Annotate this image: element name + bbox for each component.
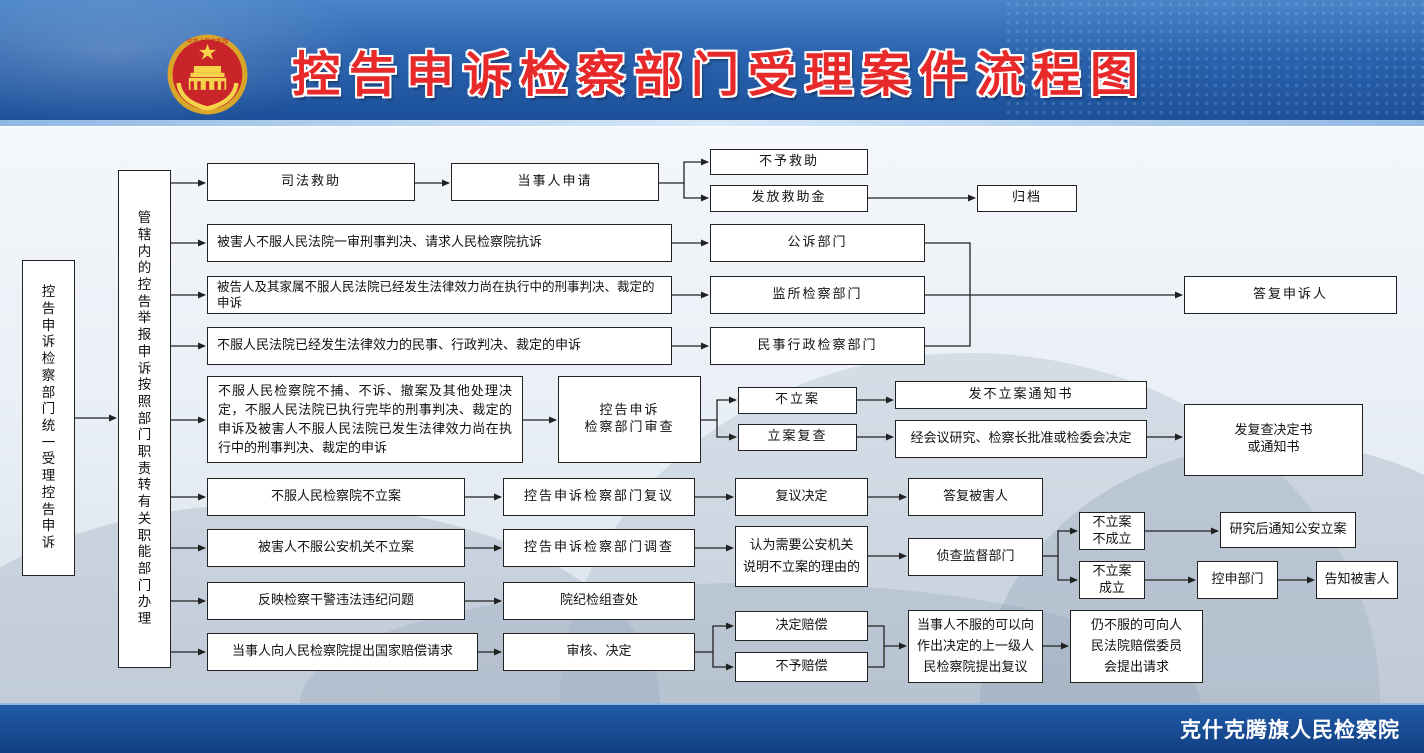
- compensation-committee-box: 仍不服的可向人 民法院赔偿委员 会提出请求: [1070, 610, 1203, 683]
- police-no-filing-box: 被害人不服公安机关不立案: [207, 529, 465, 567]
- start-box: 控告申诉检察部门统一受理控告申诉: [22, 260, 75, 576]
- supervision-dept-box: 侦查监督部门: [908, 538, 1043, 576]
- discipline-office-box: 院纪检组查处: [503, 582, 695, 620]
- header-banner: 中华人民共和国 控告申诉检察部门受理案件流程图: [0, 0, 1424, 126]
- victim-appeal-box: 被害人不服人民法院一审刑事判决、请求人民检察院抗诉: [207, 224, 672, 262]
- civil-appeal-box: 不服人民法院已经发生法律效力的民事、行政判决、裁定的申诉: [207, 327, 672, 365]
- header-stripe: [0, 120, 1424, 126]
- deny-aid-box: 不予救助: [710, 149, 868, 175]
- civil-admin-dept-box: 民事行政检察部门: [710, 327, 925, 365]
- no-filing-box: 不服人民检察院不立案: [207, 478, 465, 516]
- appeal-upper-box: 当事人不服的可以向 作出决定的上一级人 民检察院提出复议: [908, 610, 1043, 683]
- no-case-box: 不立案: [738, 387, 857, 414]
- judicial-aid-box: 司法救助: [207, 163, 415, 201]
- decision-process-box: 经会议研究、检察长批准或检委会决定: [895, 420, 1147, 458]
- no-case-notice-box: 发不立案通知书: [895, 381, 1147, 409]
- page-title: 控告申诉检察部门受理案件流程图: [292, 47, 1148, 103]
- dept-review-box: 控告申诉 检察部门审查: [558, 376, 701, 463]
- grant-aid-box: 发放救助金: [710, 185, 868, 212]
- svg-text:中华人民共和国: 中华人民共和国: [187, 37, 229, 45]
- reply-victim-box: 答复被害人: [908, 478, 1043, 516]
- custody-dept-box: 监所检察部门: [710, 276, 925, 314]
- file-review-box: 立案复查: [738, 424, 857, 451]
- result-notice-box: 发复查决定书 或通知书: [1184, 404, 1363, 476]
- dot-pattern-decoration: [1004, 0, 1424, 126]
- compensation-request-box: 当事人向人民检察院提出国家赔偿请求: [207, 633, 478, 671]
- investigate-box: 控告申诉检察部门调查: [503, 529, 695, 567]
- party-apply-box: 当事人申请: [451, 163, 659, 201]
- discipline-box: 反映检察干警违法违纪问题: [207, 582, 465, 620]
- footer-org-name: 克什克腾旗人民检察院: [1180, 717, 1400, 742]
- procuratorate-emblem-icon: 中华人民共和国: [167, 34, 248, 115]
- complaint-dept-box: 控申部门: [1197, 561, 1278, 599]
- footer-banner: 克什克腾旗人民检察院: [0, 703, 1424, 753]
- defendant-appeal-box: 被告人及其家属不服人民法院已经发生法律效力尚在执行中的刑事判决、裁定的申诉: [207, 276, 672, 314]
- dispatch-box: 管辖内的控告举报申诉按照部门职责转有关职能部门办理: [118, 170, 171, 668]
- reply-appellant-box: 答复申诉人: [1184, 276, 1397, 314]
- reconsider-decision-box: 复议决定: [735, 478, 868, 516]
- notify-police-box: 研究后通知公安立案: [1220, 512, 1356, 548]
- compensation-review-box: 审核、决定: [503, 633, 695, 671]
- reconsider-box: 控告申诉检察部门复议: [503, 478, 695, 516]
- require-explain-box: 认为需要公安机关 说明不立案的理由的: [735, 526, 868, 587]
- archive-box: 归档: [977, 185, 1077, 212]
- grant-compensation-box: 决定赔偿: [735, 611, 868, 641]
- public-prosecution-dept-box: 公诉部门: [710, 224, 925, 262]
- review-complaint-box: 不服人民检察院不捕、不诉、撤案及其他处理决定，不服人民法院已执行完毕的刑事判决、…: [207, 376, 523, 463]
- reason-invalid-box: 不立案 不成立: [1079, 512, 1145, 550]
- reason-valid-box: 不立案 成立: [1079, 561, 1145, 599]
- inform-victim-box: 告知被害人: [1316, 561, 1398, 599]
- deny-compensation-box: 不予赔偿: [735, 652, 868, 682]
